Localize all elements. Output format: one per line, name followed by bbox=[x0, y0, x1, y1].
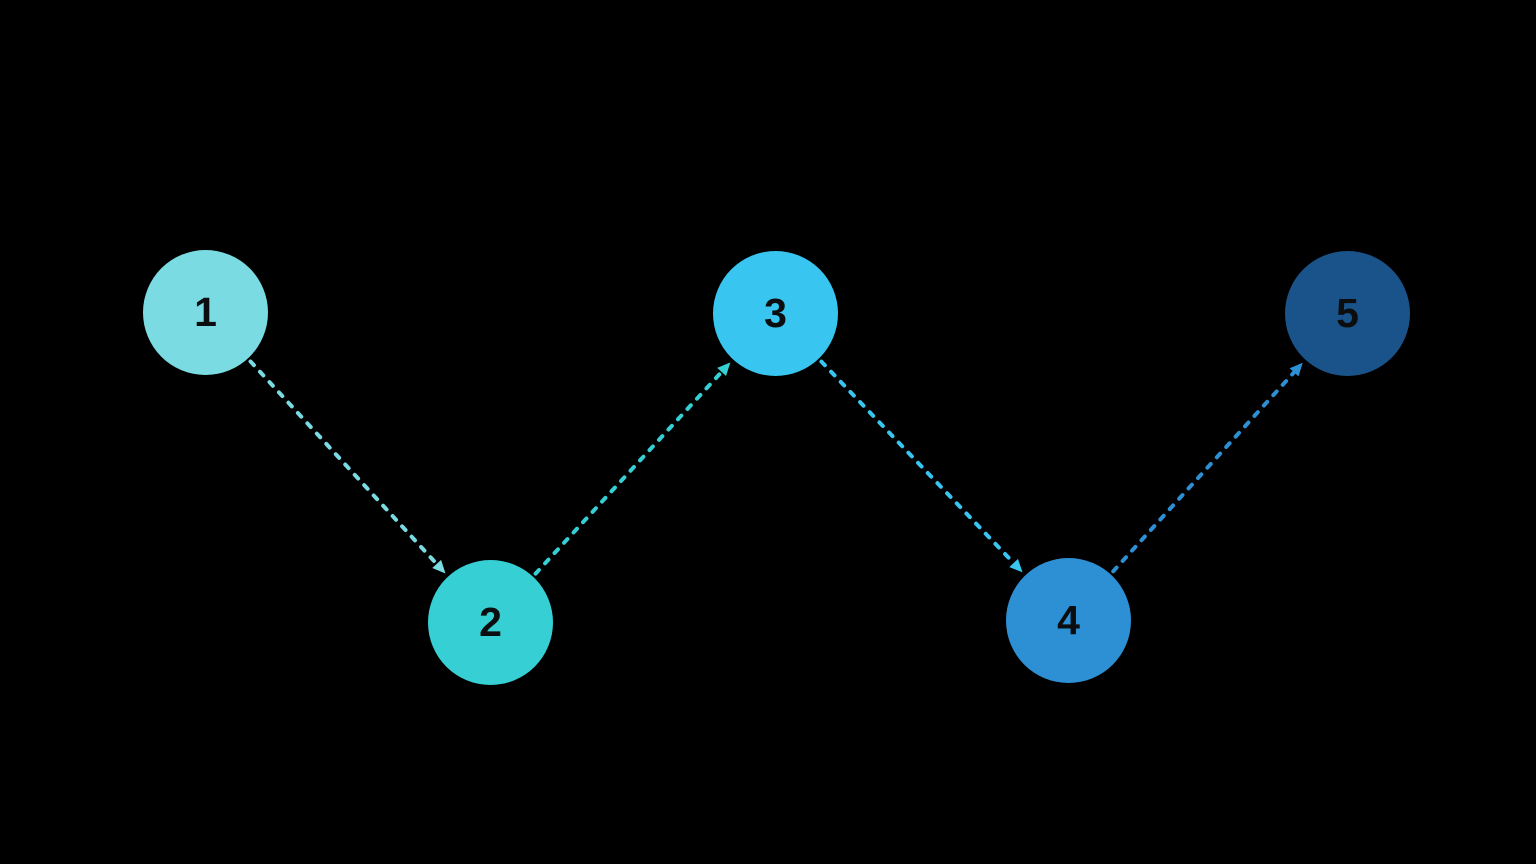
step-node-4[interactable]: 4 bbox=[1006, 558, 1131, 683]
arrow-3-to-4 bbox=[819, 359, 1023, 573]
step-node-2[interactable]: 2 bbox=[428, 560, 553, 685]
arrow-2-to-3 bbox=[533, 362, 731, 576]
step-node-2-label: 2 bbox=[479, 599, 502, 645]
step-node-3-label: 3 bbox=[764, 290, 787, 336]
step-node-5[interactable]: 5 bbox=[1285, 251, 1410, 376]
step-node-5-label: 5 bbox=[1336, 290, 1359, 336]
step-node-1-label: 1 bbox=[194, 289, 217, 335]
arrow-1-to-2 bbox=[248, 359, 446, 574]
arrow-4-to-5 bbox=[1111, 362, 1303, 574]
step-node-4-label: 4 bbox=[1057, 597, 1080, 643]
step-node-3[interactable]: 3 bbox=[713, 251, 838, 376]
step-node-1[interactable]: 1 bbox=[143, 250, 268, 375]
